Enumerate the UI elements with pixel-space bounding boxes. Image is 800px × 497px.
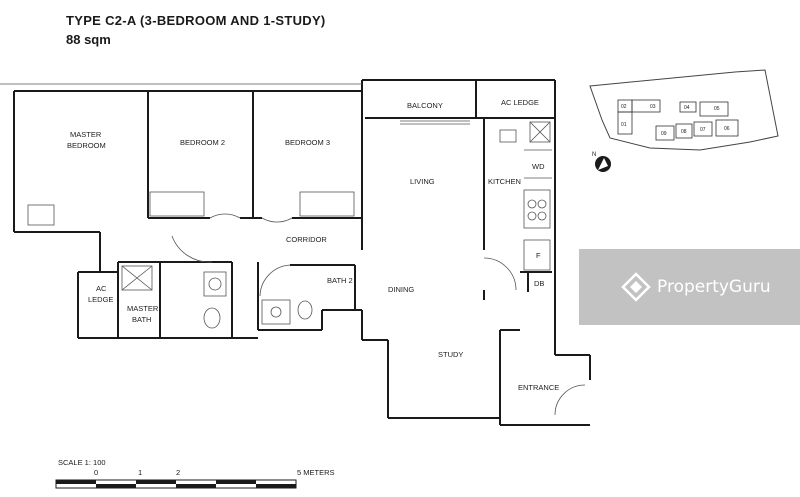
label-bath-2: BATH 2 — [327, 276, 353, 285]
plan-title: TYPE C2-A (3-BEDROOM AND 1-STUDY) — [66, 13, 326, 28]
label-wd: WD — [532, 162, 545, 171]
label-db: DB — [534, 279, 544, 288]
label-master-bath-1: MASTER — [127, 304, 159, 313]
label-balcony: BALCONY — [407, 101, 443, 110]
scale-tick-5m: 5 METERS — [297, 468, 335, 477]
walls — [13, 79, 591, 426]
room-labels: MASTER BEDROOM BEDROOM 2 BEDROOM 3 BALCO… — [67, 98, 559, 392]
watermark: PropertyGuru — [579, 249, 800, 325]
label-corridor: CORRIDOR — [286, 235, 327, 244]
key-unit-01: 01 — [621, 122, 627, 128]
key-unit-09: 09 — [661, 131, 667, 137]
label-bedroom-2: BEDROOM 2 — [180, 138, 225, 147]
scale-tick-0: 0 — [94, 468, 99, 477]
key-unit-08: 08 — [681, 129, 687, 135]
north-label: N — [592, 152, 596, 158]
scale-tick-1: 1 — [138, 468, 143, 477]
propertyguru-logo-icon — [621, 272, 651, 302]
plan-area: 88 sqm — [66, 32, 111, 47]
label-study: STUDY — [438, 350, 463, 359]
label-ac-ledge-left-2: LEDGE — [88, 295, 113, 304]
scale-tick-2: 2 — [176, 468, 181, 477]
key-unit-02: 02 — [621, 104, 627, 110]
key-unit-03: 03 — [650, 104, 656, 110]
label-entrance: ENTRANCE — [518, 383, 559, 392]
key-plan-outline — [589, 69, 779, 151]
watermark-text: PropertyGuru — [657, 277, 771, 297]
scale-label: SCALE 1: 100 — [58, 458, 106, 467]
label-living: LIVING — [410, 177, 435, 186]
key-unit-07: 07 — [700, 127, 706, 133]
label-master-bedroom-2: BEDROOM — [67, 141, 106, 150]
key-unit-05: 05 — [714, 106, 720, 112]
label-master-bath-2: BATH — [132, 315, 151, 324]
label-ac-ledge-left-1: AC — [96, 284, 107, 293]
key-unit-04: 04 — [684, 105, 690, 111]
label-kitchen: KITCHEN — [488, 177, 521, 186]
scale-bar — [55, 479, 297, 489]
label-dining: DINING — [388, 285, 414, 294]
label-ac-ledge-top: AC LEDGE — [501, 98, 539, 107]
key-plan: 02 03 01 04 05 09 08 07 06 N — [589, 69, 779, 172]
label-master-bedroom-1: MASTER — [70, 130, 102, 139]
label-bedroom-3: BEDROOM 3 — [285, 138, 330, 147]
details — [0, 83, 586, 416]
key-unit-06: 06 — [724, 126, 730, 132]
label-fridge: F — [536, 251, 541, 260]
